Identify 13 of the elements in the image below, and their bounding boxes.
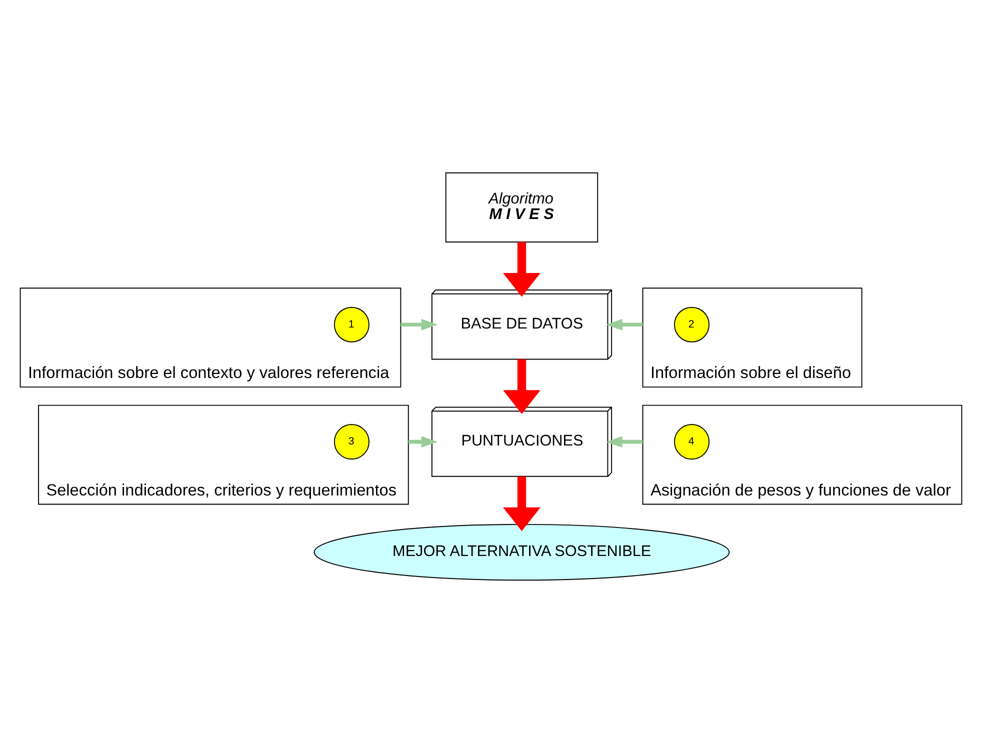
arrow	[503, 242, 540, 297]
node-box: Algoritmo M I V E S	[445, 172, 598, 242]
arrow	[503, 359, 540, 414]
node-circle: 1	[334, 306, 370, 342]
arrow	[408, 436, 438, 448]
node-circle: 2	[674, 306, 710, 342]
arrow	[503, 476, 540, 532]
node-circle: 3	[334, 424, 370, 460]
arrow	[606, 436, 643, 448]
arrow	[400, 318, 438, 330]
node-circle: 4	[674, 424, 710, 460]
arrow	[606, 318, 643, 330]
node-ellipse: MEJOR ALTERNATIVA SOSTENIBLE	[314, 524, 730, 581]
